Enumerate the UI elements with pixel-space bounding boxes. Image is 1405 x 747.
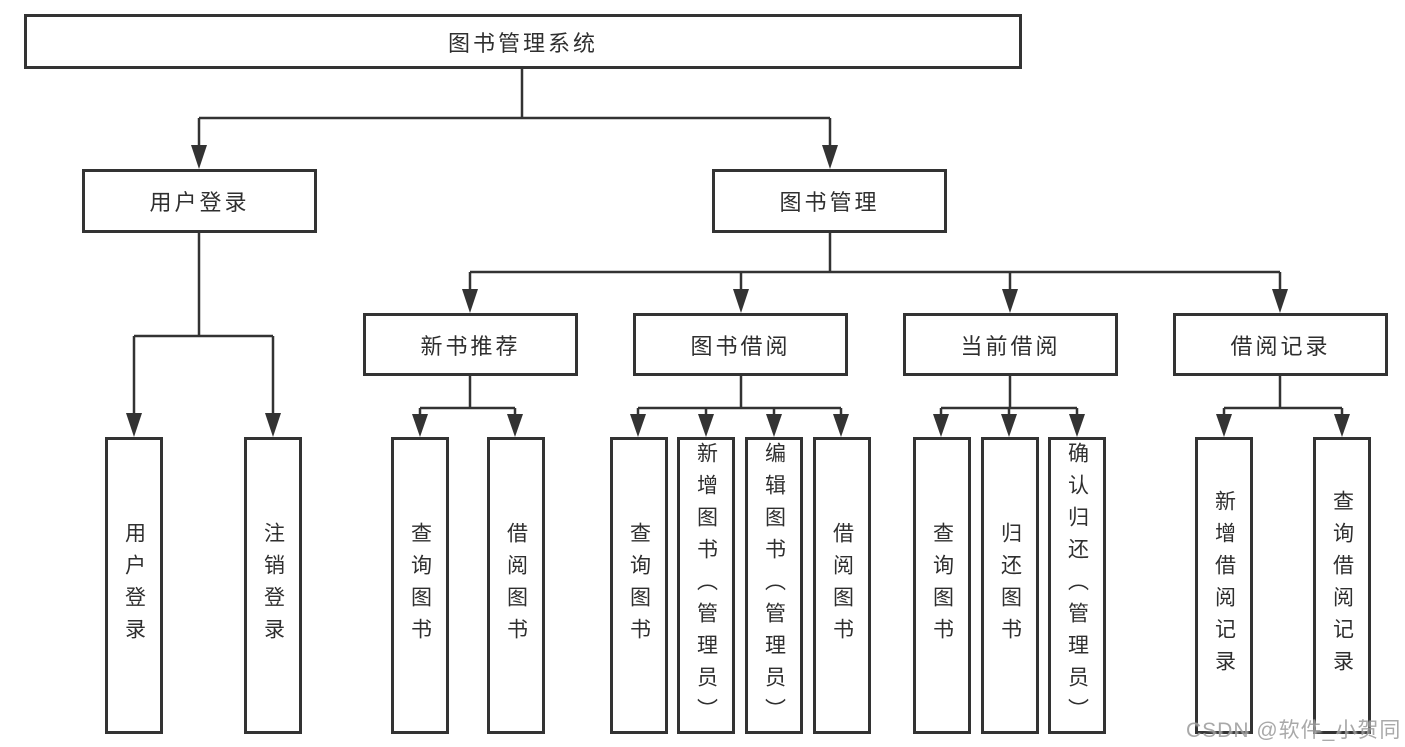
leaf-recommend-borrow-books: 借阅图书: [487, 437, 545, 734]
connector-root-to-children: [191, 69, 838, 169]
connector-user-login-to-children: [126, 233, 281, 437]
node-book-borrow: 图书借阅: [633, 313, 848, 376]
leaf-current-query-books: 查询图书: [913, 437, 971, 734]
connector-book-borrow-to-children: [630, 376, 849, 437]
leaf-borrow-borrow-books: 借阅图书: [813, 437, 871, 734]
node-book-management: 图书管理: [712, 169, 947, 233]
leaf-borrow-query-books: 查询图书: [610, 437, 668, 734]
leaf-current-confirm-return-admin: 确认归还（管理员）: [1048, 437, 1106, 734]
node-library-management-system: 图书管理系统: [24, 14, 1022, 69]
node-current-borrow: 当前借阅: [903, 313, 1118, 376]
node-user-login: 用户登录: [82, 169, 317, 233]
node-new-book-recommend: 新书推荐: [363, 313, 578, 376]
node-borrow-records: 借阅记录: [1173, 313, 1388, 376]
leaf-records-query-record: 查询借阅记录: [1313, 437, 1371, 734]
leaf-recommend-query-books: 查询图书: [391, 437, 449, 734]
leaf-borrow-add-books-admin: 新增图书（管理员）: [677, 437, 735, 734]
leaf-current-return-books: 归还图书: [981, 437, 1039, 734]
leaf-borrow-edit-books-admin: 编辑图书（管理员）: [745, 437, 803, 734]
connector-new-book-recommend-to-children: [412, 376, 523, 437]
connector-book-management-to-children: [462, 233, 1288, 313]
leaf-logout: 注销登录: [244, 437, 302, 734]
leaf-records-add-record: 新增借阅记录: [1195, 437, 1253, 734]
connector-current-borrow-to-children: [933, 376, 1085, 437]
leaf-user-login: 用户登录: [105, 437, 163, 734]
connector-borrow-records-to-children: [1216, 376, 1350, 437]
